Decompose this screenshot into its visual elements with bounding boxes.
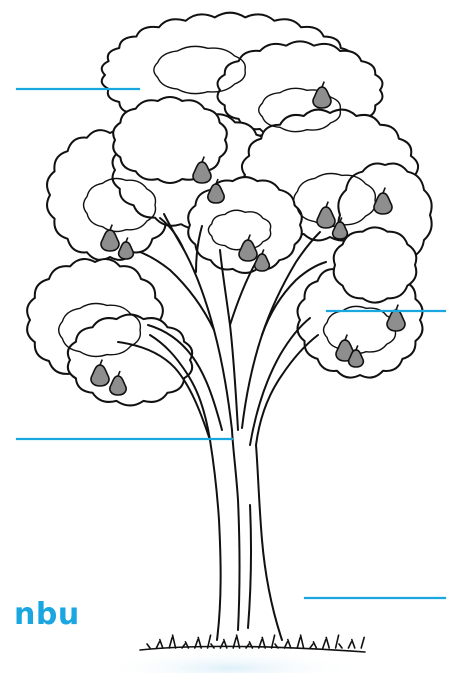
canopy-clump [334,227,417,302]
grass-blade [301,635,304,648]
grass-blade [272,635,275,648]
grass-blade [336,635,339,648]
grass-blade [288,640,291,648]
grass-blade [361,637,364,648]
grass-blade [169,637,172,648]
grass-blade [156,642,159,648]
canopy-clump [113,97,227,183]
tree-canopy [27,13,432,406]
grass-blade [160,640,163,648]
grass-blade [326,637,329,648]
grass-blade [313,642,316,648]
tree-trunk [118,214,326,640]
grass-blade [348,642,351,648]
grass-blade [339,644,342,648]
ground-grass [140,635,365,652]
canopy-clump [68,315,192,406]
grass-blade [147,644,150,648]
grass-blade [352,640,355,648]
caption-text: nbu [14,600,80,630]
grass-blade [310,644,313,648]
grass-blade [297,637,300,648]
grass-blade [323,640,326,648]
grass-blade [173,635,176,648]
bottom-glow [100,650,360,673]
